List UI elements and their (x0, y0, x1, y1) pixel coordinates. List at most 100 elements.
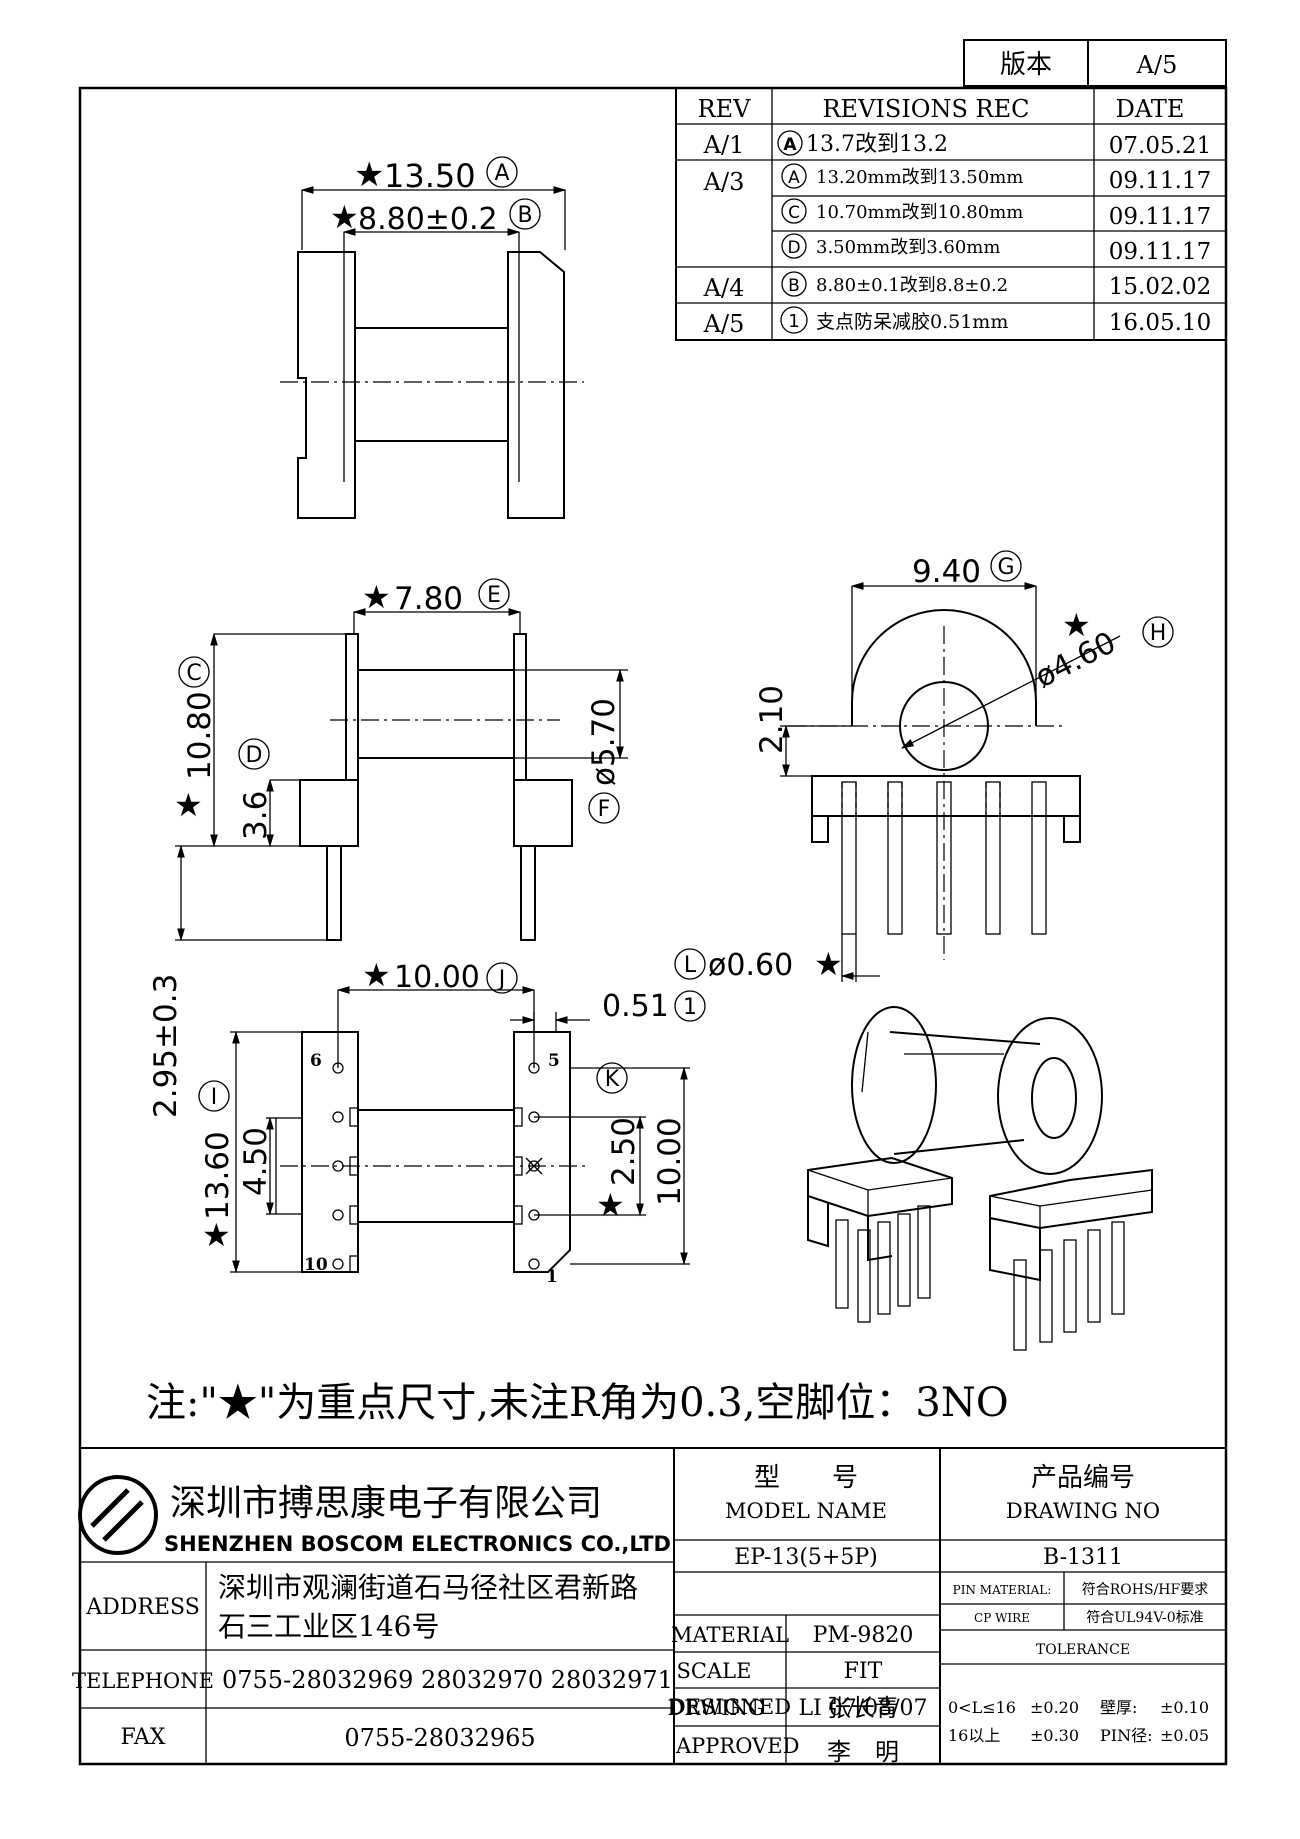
rev-row-rev: A/1 (703, 131, 745, 159)
dim-mark-circle (478, 578, 510, 610)
dim-mark-circle (486, 156, 518, 188)
top-view: ★ 13.50 A ★ 8.80±0.2 B (280, 155, 584, 519)
rev-mark: B (788, 276, 800, 296)
drawing-label-cn: 产品编号 (1031, 1463, 1135, 1493)
star-mark: ★ (362, 578, 391, 616)
version-box: 版本 A/5 (963, 39, 1227, 87)
tol-value-3: ±0.10 (1160, 1698, 1209, 1717)
rev-mark: A (783, 135, 797, 155)
pin-number: 10 (304, 1255, 328, 1275)
rev-row-rev: A/3 (703, 168, 745, 196)
approved-label: APPROVED (676, 1734, 800, 1758)
company-name-cn: 深圳市搏思康电子有限公司 (170, 1483, 602, 1524)
tol-range-2: 16以上 (948, 1726, 1000, 1745)
dim-mark-circle (178, 656, 210, 688)
address-line-2: 石三工业区146号 (218, 1610, 439, 1643)
star-mark: ★ (814, 945, 843, 983)
pin-number: 1 (546, 1267, 558, 1287)
dim-mark: H (1150, 621, 1167, 646)
side-view: ★ 7.80 E 10.80 C ★ 3.6 D ø5.70 F 2.95±0.… (148, 578, 628, 1118)
dim-value: ø0.60 (708, 948, 793, 983)
rev-header-rec: REVISIONS REC (822, 95, 1029, 123)
left-pin-holes (332, 1062, 359, 1273)
drawing-by-value: LI 07/08/07 (798, 1696, 927, 1721)
rev-mark-circle (780, 306, 808, 334)
dim-mark: L (684, 953, 697, 978)
fax-label: FAX (121, 1725, 166, 1750)
star-mark: ★ (1062, 606, 1091, 644)
version-value: A/5 (1136, 51, 1178, 79)
dim-mark: A (494, 161, 509, 186)
dim-mark-circle (990, 550, 1022, 582)
rev-row-date: 09.11.17 (1109, 204, 1211, 230)
material-label: MATERIAL (671, 1623, 789, 1647)
rev-row-text: 13.7改到13.2 (806, 132, 948, 157)
approved-value: 李 明 (827, 1738, 899, 1766)
dim-mark-circle (509, 198, 541, 230)
dim-value: 3.6 (238, 791, 274, 840)
rev-mark-circle (781, 271, 807, 297)
iso-left-pins (835, 1205, 931, 1323)
company-logo (78, 1475, 158, 1555)
rev-row-text: 3.50mm改到3.60mm (816, 237, 1000, 258)
pin-number: 6 (310, 1051, 322, 1071)
front-pins (841, 781, 1047, 935)
dim-mark: G (997, 555, 1014, 580)
address-label: ADDRESS (85, 1595, 200, 1620)
rev-row-text: 10.70mm改到10.80mm (816, 202, 1023, 223)
dim-value: 10.00 (652, 1117, 688, 1206)
dim-mark: E (487, 583, 501, 608)
dim-value: 8.80±0.2 (358, 202, 498, 237)
star-mark: ★ (354, 155, 384, 195)
isometric-view (807, 1006, 1153, 1351)
dim-mark-circle (486, 962, 518, 994)
tol-range-1: 0<L≤16 (948, 1698, 1016, 1717)
rev-row-rev: A/5 (703, 310, 745, 338)
material-value: PM-9820 (813, 1623, 914, 1648)
designed-label: DESIGNED (669, 1695, 791, 1719)
telephone-label: TELEPHONE (72, 1669, 214, 1693)
star-mark: ★ (596, 1186, 625, 1224)
tol-label-4: PIN径: (1100, 1726, 1152, 1745)
dim-mark: D (246, 743, 263, 768)
drawing-note: 注:"★"为重点尺寸,未注R角为0.3,空脚位：3NO (146, 1380, 1009, 1426)
star-mark: ★ (362, 956, 391, 994)
dim-value: 9.40 (912, 554, 981, 590)
title-block: 深圳市搏思康电子有限公司 SHENZHEN BOSCOM ELECTRONICS… (72, 1447, 1226, 1764)
tol-label-3: 壁厚: (1100, 1698, 1137, 1717)
dim-value: 13.50 (384, 157, 476, 195)
tol-value-4: ±0.05 (1160, 1726, 1209, 1745)
scale-label: SCALE (677, 1659, 752, 1683)
dim-mark-circle (588, 792, 620, 824)
main-frame (78, 86, 1228, 1766)
dim-mark: C (186, 661, 201, 686)
rev-row-rev: A/4 (703, 274, 745, 302)
rev-row-date: 16.05.10 (1109, 310, 1211, 336)
dim-value: 2.95±0.3 (148, 974, 184, 1118)
rev-mark: A (788, 168, 800, 188)
star-mark: ★ (174, 786, 203, 824)
front-view: 9.40 G ★ ø4.60 H 2.10 L ø0.60 ★ (674, 550, 1174, 983)
dim-value: ø5.70 (586, 698, 622, 786)
fax-value: 0755-28032965 (344, 1724, 535, 1752)
pin-material-label: PIN MATERIAL: (953, 1583, 1052, 1597)
designed-value: 张长青 (827, 1694, 899, 1722)
iso-right-pins (1013, 1221, 1125, 1351)
rev-row-date: 09.11.17 (1109, 168, 1211, 194)
cp-wire-value: 符合UL94V-0标准 (1086, 1610, 1203, 1626)
rev-row-date: 07.05.21 (1109, 133, 1211, 159)
dim-value: 0.51 (602, 989, 669, 1024)
drawing-by-label: DRWING (667, 1696, 764, 1720)
scale-value: FIT (844, 1659, 883, 1684)
star-mark: ★ (202, 1216, 231, 1254)
pin-number: 5 (548, 1051, 560, 1071)
rev-mark-circle (777, 130, 803, 156)
tol-value-2: ±0.30 (1030, 1726, 1079, 1745)
drawing-value: B-1311 (1043, 1545, 1123, 1570)
dim-mark: 1 (683, 995, 697, 1020)
dim-mark-circle (1142, 616, 1174, 648)
rev-row-text: 8.80±0.1改到8.8±0.2 (816, 275, 1008, 296)
rev-header-rev: REV (698, 95, 752, 123)
rev-mark-circle (781, 163, 807, 189)
